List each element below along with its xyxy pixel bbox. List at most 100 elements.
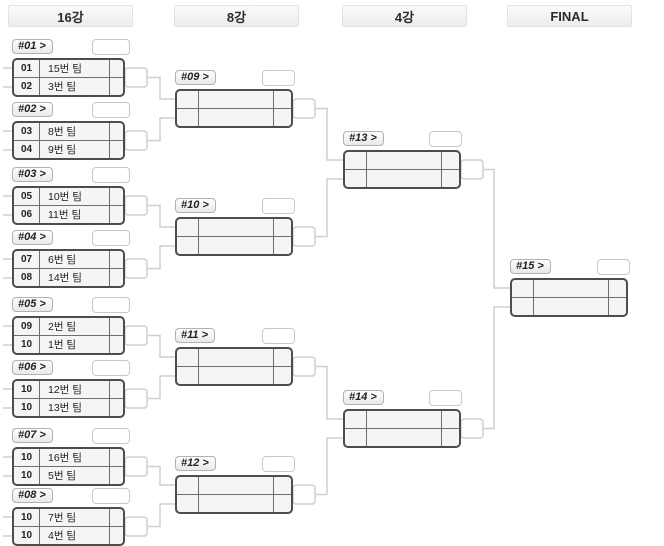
team-row[interactable]: [345, 411, 459, 428]
team-row[interactable]: 10 4번 팀: [14, 526, 123, 544]
match-13-score-box[interactable]: [429, 131, 462, 147]
match-09-link[interactable]: #09 >: [175, 70, 216, 85]
match-07-head: #07 >: [12, 428, 130, 447]
match-11-score-box[interactable]: [262, 328, 295, 344]
match-07: #07 > 10 16번 팀 10 5번 팀: [12, 428, 130, 486]
match-14-link[interactable]: #14 >: [343, 390, 384, 405]
team-seed: [177, 349, 198, 366]
team-row[interactable]: [177, 494, 291, 512]
team-row[interactable]: [512, 297, 626, 315]
match-10-link[interactable]: #10 >: [175, 198, 216, 213]
match-11-link[interactable]: #11 >: [175, 328, 216, 343]
result-cell: [110, 251, 123, 268]
team-seed: 10: [20, 470, 33, 481]
result-cell: [110, 269, 123, 286]
round-header-8: 8강: [174, 5, 299, 27]
match-14-score-box[interactable]: [429, 390, 462, 406]
team-row[interactable]: [177, 477, 291, 494]
match-05-score-box[interactable]: [92, 297, 130, 313]
result-cell: [110, 467, 123, 484]
result-cell: [110, 336, 123, 353]
team-row[interactable]: 10 1번 팀: [14, 335, 123, 353]
match-04-link[interactable]: #04 >: [12, 230, 53, 245]
team-name: 2번 팀: [39, 318, 110, 335]
team-row[interactable]: 07 6번 팀: [14, 251, 123, 268]
match-03-link[interactable]: #03 >: [12, 167, 53, 182]
team-row[interactable]: [345, 169, 459, 187]
team-row[interactable]: [177, 91, 291, 108]
team-row[interactable]: 10 12번 팀: [14, 381, 123, 398]
team-name: [198, 495, 274, 512]
match-06-score-box[interactable]: [92, 360, 130, 376]
result-cell: [110, 141, 123, 158]
match-08-score-box[interactable]: [92, 488, 130, 504]
result-cell: [274, 237, 291, 254]
match-14-box: [343, 409, 461, 448]
match-05-link[interactable]: #05 >: [12, 297, 53, 312]
team-name: 8번 팀: [39, 123, 110, 140]
team-row[interactable]: [512, 280, 626, 297]
result-cell: [274, 367, 291, 384]
team-name: [366, 429, 442, 446]
match-12-link[interactable]: #12 >: [175, 456, 216, 471]
match-13-link[interactable]: #13 >: [343, 131, 384, 146]
match-15-score-box[interactable]: [597, 259, 630, 275]
match-01-box: 01 15번 팀 02 3번 팀: [12, 58, 125, 97]
result-cell: [442, 170, 459, 187]
team-seed: 10: [20, 339, 33, 350]
match-06-link[interactable]: #06 >: [12, 360, 53, 375]
match-03: #03 > 05 10번 팀 06 11번 팀: [12, 167, 130, 225]
match-03-score-box[interactable]: [92, 167, 130, 183]
team-row[interactable]: 08 14번 팀: [14, 268, 123, 286]
match-12-score-box[interactable]: [262, 456, 295, 472]
match-01-score-box[interactable]: [92, 39, 130, 55]
match-04: #04 > 07 6번 팀 08 14번 팀: [12, 230, 130, 288]
team-row[interactable]: [177, 366, 291, 384]
team-row[interactable]: [345, 428, 459, 446]
result-cell: [442, 411, 459, 428]
match-08-link[interactable]: #08 >: [12, 488, 53, 503]
team-row[interactable]: 10 7번 팀: [14, 509, 123, 526]
team-row[interactable]: 01 15번 팀: [14, 60, 123, 77]
match-01-link[interactable]: #01 >: [12, 39, 53, 54]
team-row[interactable]: 05 10번 팀: [14, 188, 123, 205]
team-row[interactable]: [177, 349, 291, 366]
match-05: #05 > 09 2번 팀 10 1번 팀: [12, 297, 130, 355]
match-02-link[interactable]: #02 >: [12, 102, 53, 117]
team-name: 16번 팀: [39, 449, 110, 466]
team-row[interactable]: [177, 108, 291, 126]
team-name: 4번 팀: [39, 527, 110, 544]
result-cell: [274, 349, 291, 366]
team-row[interactable]: 10 16번 팀: [14, 449, 123, 466]
match-09-score-box[interactable]: [262, 70, 295, 86]
team-row[interactable]: [177, 236, 291, 254]
match-07-score-box[interactable]: [92, 428, 130, 444]
team-row[interactable]: 06 11번 팀: [14, 205, 123, 223]
round-header-4: 4강: [342, 5, 467, 27]
match-04-score-box[interactable]: [92, 230, 130, 246]
team-row[interactable]: 04 9번 팀: [14, 140, 123, 158]
match-15-link[interactable]: #15 >: [510, 259, 551, 274]
match-08: #08 > 10 7번 팀 10 4번 팀: [12, 488, 130, 546]
match-07-link[interactable]: #07 >: [12, 428, 53, 443]
result-cell: [110, 509, 123, 526]
team-row[interactable]: 09 2번 팀: [14, 318, 123, 335]
team-row[interactable]: 10 5번 팀: [14, 466, 123, 484]
result-cell: [110, 78, 123, 95]
team-name: 1번 팀: [39, 336, 110, 353]
team-row[interactable]: 02 3번 팀: [14, 77, 123, 95]
result-cell: [110, 60, 123, 77]
match-10-head: #10 >: [175, 198, 295, 217]
team-row[interactable]: [177, 219, 291, 236]
team-seed: 10: [20, 384, 33, 395]
team-row[interactable]: 10 13번 팀: [14, 398, 123, 416]
match-10-score-box[interactable]: [262, 198, 295, 214]
team-name: [198, 109, 274, 126]
team-name: [366, 152, 442, 169]
match-02-score-box[interactable]: [92, 102, 130, 118]
result-cell: [110, 449, 123, 466]
match-12: #12 >: [175, 456, 295, 514]
team-row[interactable]: [345, 152, 459, 169]
team-row[interactable]: 03 8번 팀: [14, 123, 123, 140]
team-name: [198, 91, 274, 108]
